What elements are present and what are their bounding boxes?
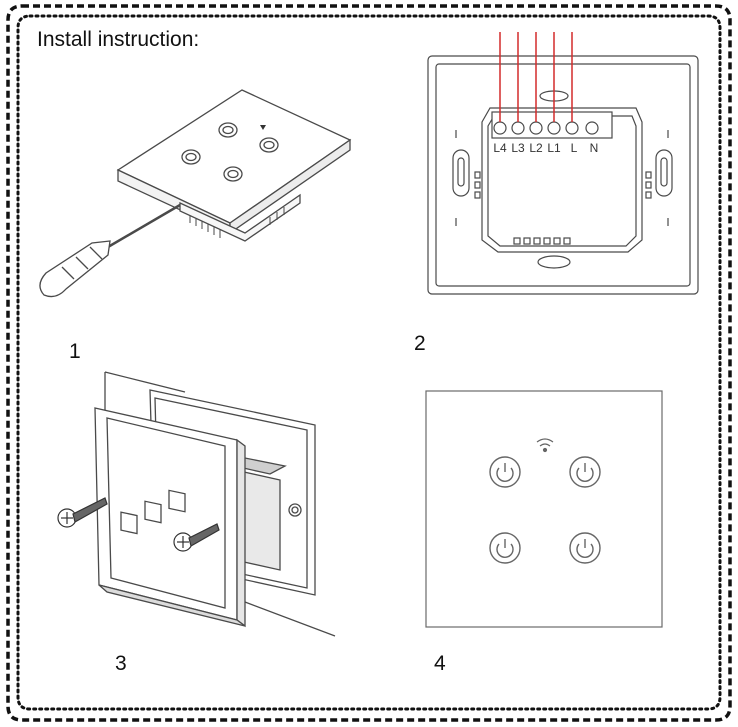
step-number-4: 4 (434, 652, 446, 675)
terminal-label: L3 (511, 141, 525, 155)
power-icon (181, 149, 201, 165)
step-number-2: 2 (414, 332, 426, 355)
step2-illustration: L4 L3 L2 L1 L N (427, 32, 699, 295)
terminal-label: L2 (529, 141, 543, 155)
power-icon (489, 532, 521, 564)
screwdriver-icon (39, 203, 181, 298)
wifi-icon (260, 125, 266, 130)
step1-illustration (39, 89, 352, 298)
step-number-1: 1 (69, 340, 81, 363)
panel-front (425, 390, 663, 628)
page-title: Install instruction: (37, 28, 200, 51)
power-icon (223, 166, 243, 182)
power-icon (569, 532, 601, 564)
terminal-label: N (590, 141, 599, 155)
power-icon (569, 456, 601, 488)
power-icon (218, 122, 238, 138)
screw-icon (57, 497, 108, 528)
terminal-label: L4 (493, 141, 507, 155)
screw-icon (173, 523, 220, 552)
terminal-label: L (571, 141, 578, 155)
wifi-icon (536, 438, 554, 453)
step4-illustration (425, 390, 663, 628)
wires (499, 32, 573, 122)
terminal-label: L1 (547, 141, 561, 155)
panel-face (116, 89, 352, 224)
power-icon (259, 137, 279, 153)
step3-illustration (57, 371, 336, 637)
power-icon (489, 456, 521, 488)
step-number-3: 3 (115, 652, 127, 675)
